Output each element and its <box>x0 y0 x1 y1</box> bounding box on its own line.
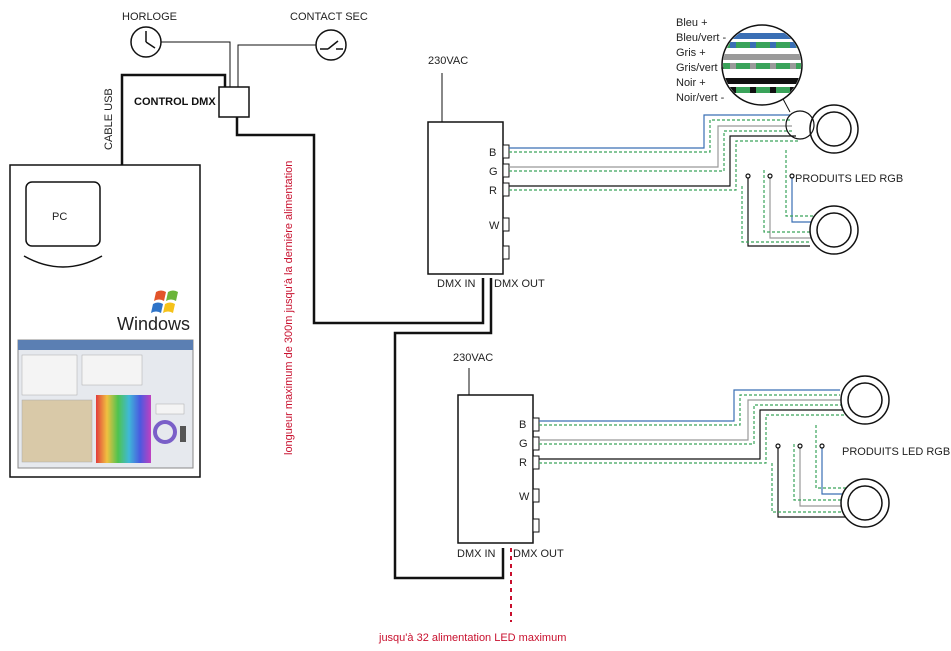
windows-logo-text: Windows <box>117 314 190 334</box>
control-dmx-box <box>218 86 250 118</box>
pc-label: PC <box>52 211 67 223</box>
supply-1-products-label: PRODUITS LED RGB <box>795 173 903 185</box>
usb-cable <box>120 73 227 165</box>
supply-2-g: G <box>519 438 528 450</box>
supply-2-dmx-in: DMX IN <box>457 548 496 560</box>
supply-1-voltage: 230VAC <box>428 55 468 67</box>
supply-1-b: B <box>489 147 496 159</box>
supply-1-w: W <box>489 220 500 232</box>
dry-contact-label: CONTACT SEC <box>290 11 368 23</box>
led-lamp-2a <box>840 375 890 425</box>
cable-legend: Bleu + Bleu/vert - Gris + Gris/vert - No… <box>676 17 726 104</box>
clock-icon <box>130 26 162 58</box>
supply-2-b: B <box>519 419 526 431</box>
power-supply-1 <box>427 73 510 275</box>
cable-legend-item: Bleu/vert - <box>676 32 726 44</box>
supply-2-r: R <box>519 457 527 469</box>
dmx-line-1 <box>235 117 485 325</box>
supply-1-g: G <box>489 166 498 178</box>
pc-keyboard <box>23 255 103 268</box>
supply-2-w: W <box>519 491 530 503</box>
supply-2-products-label: PRODUITS LED RGB <box>842 446 950 458</box>
supply-2-voltage: 230VAC <box>453 352 493 364</box>
max-supplies-label: jusqu'à 32 alimentation LED maximum <box>378 632 566 644</box>
usb-cable-label: CABLE USB <box>103 88 115 150</box>
dmx-line-2 <box>393 278 505 580</box>
supply-1-dmx-in: DMX IN <box>437 278 476 290</box>
clock-label: HORLOGE <box>122 11 177 23</box>
cable-legend-item: Gris + <box>676 47 706 59</box>
supply-1-r: R <box>489 185 497 197</box>
led-lamp-2b <box>840 478 890 528</box>
max-length-label: longueur maximum de 300m jusqu'à la dern… <box>283 161 295 455</box>
software-screenshot <box>17 339 194 469</box>
control-dmx-label: CONTROL DMX <box>134 96 216 108</box>
supply-2-dmx-out: DMX OUT <box>513 548 564 560</box>
cable-legend-item: Noir + <box>676 77 706 89</box>
cable-legend-item: Bleu + <box>676 17 708 29</box>
cable-detail-magnifier <box>721 24 815 140</box>
power-supply-2 <box>457 368 540 544</box>
led-lamp-1b <box>809 205 859 255</box>
supply-1-output-wires <box>509 114 817 247</box>
cable-legend-item: Noir/vert - <box>676 92 725 104</box>
windows-logo-icon <box>151 290 178 313</box>
control-input-wires <box>161 41 316 88</box>
cable-legend-item: Gris/vert - <box>676 62 725 74</box>
supply-1-dmx-out: DMX OUT <box>494 278 545 290</box>
led-lamp-1a <box>809 104 859 154</box>
pc-monitor <box>25 181 101 247</box>
dry-contact-icon <box>315 29 347 61</box>
supply-2-output-wires <box>539 389 857 518</box>
